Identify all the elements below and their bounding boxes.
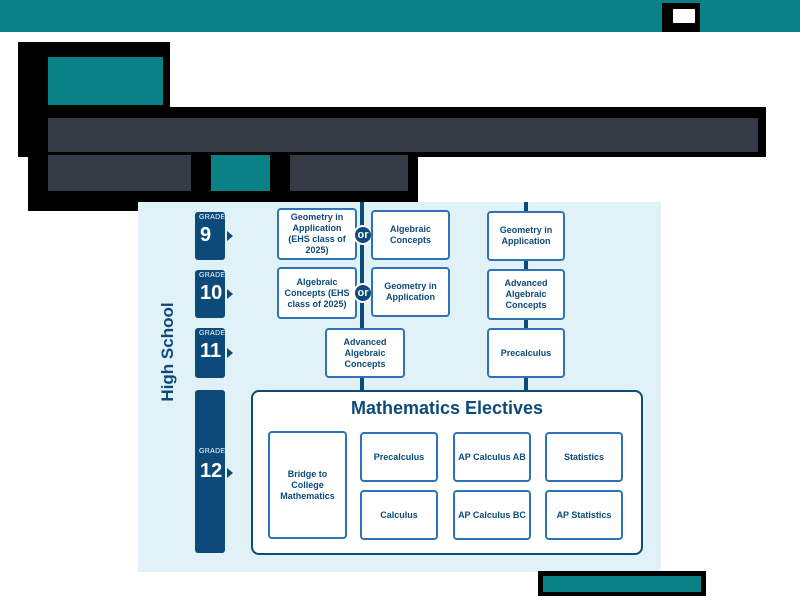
course-box-right-g11-precalculus[interactable]: Precalculus [487,328,565,378]
or-badge: or [353,225,373,245]
top-bar-button-face[interactable] [673,9,695,23]
grade-9-marker: GRADE 9 [195,212,225,260]
grade-number: 10 [200,282,223,304]
elective-box[interactable]: AP Calculus BC [453,490,531,540]
tab-2[interactable] [211,155,270,191]
title-badge [48,57,163,105]
grade-caption: GRADE [199,272,226,279]
subtitle-bar [48,118,758,152]
elective-box[interactable]: Statistics [545,432,623,482]
course-box-g10-algebraic-ehs[interactable]: Algebraic Concepts (EHS class of 2025) [277,267,357,319]
grade-caption: GRADE [199,448,226,455]
course-box-right-g9-geometry[interactable]: Geometry in Application [487,211,565,261]
tab-3[interactable] [290,155,408,191]
grade-11-arrow-icon [227,348,233,358]
elective-box[interactable]: AP Calculus AB [453,432,531,482]
course-box-g10-geometry[interactable]: Geometry in Application [371,267,450,317]
grade-caption: GRADE [199,330,226,337]
tab-1[interactable] [48,155,191,191]
grade-9-arrow-icon [227,231,233,241]
grade-12-arrow-icon [227,468,233,478]
grade-10-marker: GRADE 10 [195,270,225,318]
grade-12-marker: GRADE 12 [195,390,225,553]
or-badge: or [353,283,373,303]
elective-bridge-to-college[interactable]: Bridge to College Mathematics [268,431,347,539]
grade-11-marker: GRADE 11 [195,328,225,378]
grade-number: 9 [200,224,212,246]
section-label: High School [158,302,177,402]
footer-button[interactable] [543,576,701,592]
grade-10-arrow-icon [227,289,233,299]
elective-box[interactable]: Precalculus [360,432,438,482]
elective-box[interactable]: Calculus [360,490,438,540]
grade-number: 11 [200,340,222,362]
grade-caption: GRADE [199,214,226,221]
course-box-g11-advanced-algebraic[interactable]: Advanced Algebraic Concepts [325,328,405,378]
elective-box[interactable]: AP Statistics [545,490,623,540]
grade-number: 12 [200,460,223,482]
electives-title: Mathematics Electives [350,398,544,418]
course-box-right-g10-advanced-algebraic[interactable]: Advanced Algebraic Concepts [487,269,565,320]
course-box-g9-geometry-ehs[interactable]: Geometry in Application (EHS class of 20… [277,208,357,260]
course-box-g9-algebraic-concepts[interactable]: Algebraic Concepts [371,210,450,260]
